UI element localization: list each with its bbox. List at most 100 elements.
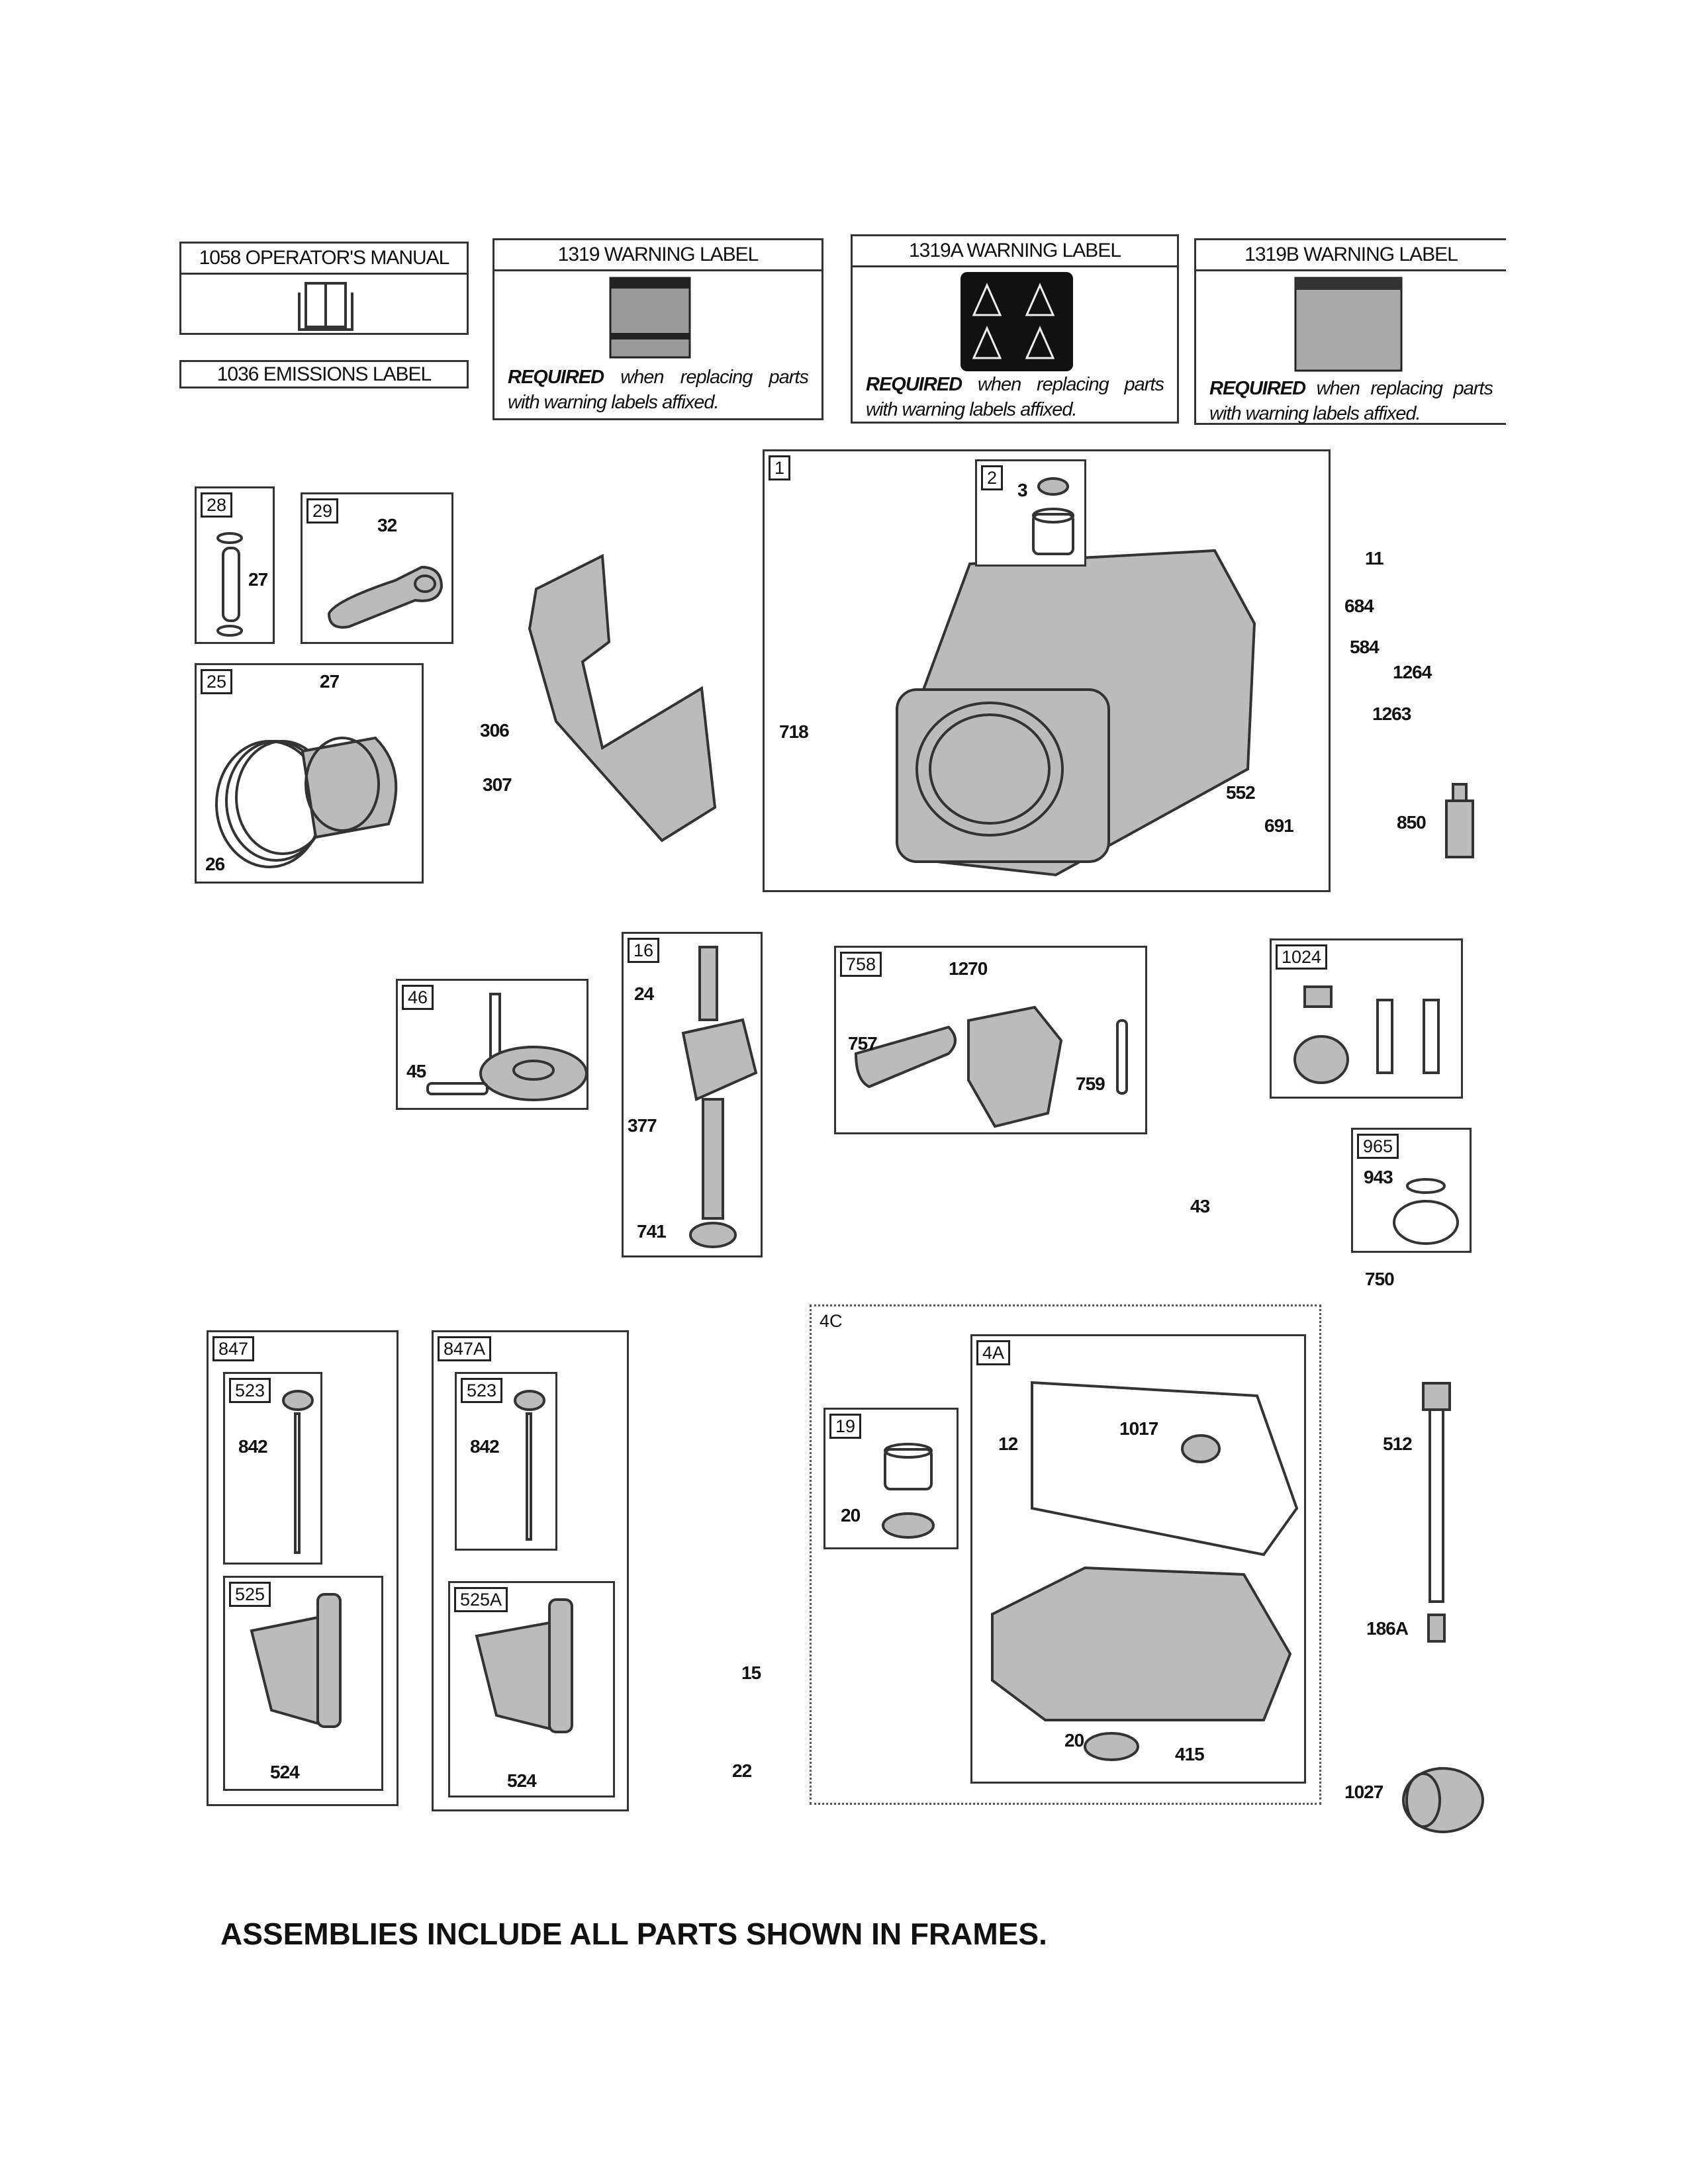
callout: 306 [480, 720, 510, 741]
frame-tag: 4A [976, 1340, 1011, 1365]
callout: 1027 [1344, 1782, 1383, 1802]
callout: 718 [779, 721, 809, 742]
callout: 415 [1175, 1744, 1205, 1764]
callout: 741 [637, 1221, 667, 1242]
frame-525: 525 [223, 1576, 383, 1791]
frame-1024: 1024 [1270, 938, 1463, 1099]
callout: 1270 [949, 958, 988, 979]
cam-gear-drawing [426, 993, 588, 1101]
callout: 20 [841, 1505, 861, 1525]
frame-tag: 46 [402, 985, 434, 1010]
frame-965: 965 [1351, 1128, 1472, 1253]
callout: 20 [1064, 1730, 1084, 1751]
frame-29: 29 [301, 492, 453, 644]
callout: 850 [1397, 812, 1427, 833]
callout: 3 [1017, 480, 1028, 500]
callout: 377 [628, 1115, 657, 1136]
callout: 1264 [1393, 662, 1432, 682]
required-note: REQUIRED when replacing parts with warni… [508, 367, 809, 413]
callout: 24 [634, 983, 654, 1004]
callout: 11 [1365, 548, 1384, 569]
callout: 691 [1264, 815, 1294, 836]
warning-1319b-title: 1319B WARNING LABEL [1196, 240, 1506, 271]
frame-tag: 16 [628, 938, 660, 963]
oil-fill-tube-drawing [1422, 1382, 1451, 1643]
warning-1319-box: 1319 WARNING LABEL REQUIRED when replaci… [492, 238, 823, 420]
callout: 943 [1364, 1167, 1393, 1187]
callout: 524 [270, 1762, 300, 1782]
sealant-bottle-drawing [1445, 783, 1474, 858]
callout: 307 [483, 774, 512, 795]
callout: 186A [1366, 1618, 1409, 1639]
piston-and-rings-drawing [215, 736, 398, 868]
cylinder-block-drawing [896, 549, 1256, 877]
callout: 524 [507, 1770, 537, 1791]
frame-758: 758 [834, 946, 1147, 1134]
frame-tag: 847A [438, 1336, 492, 1361]
frame-16: 16 [622, 932, 763, 1257]
crankshaft-drawing [681, 946, 758, 1248]
callout: 27 [320, 671, 340, 692]
operators-manual-box: 1058 OPERATOR'S MANUAL [179, 242, 469, 335]
frame-tag: 523 [461, 1378, 503, 1403]
connecting-rod-drawing [327, 565, 444, 629]
frame-tag: 29 [306, 498, 339, 523]
frame-2: 2 [975, 459, 1086, 567]
bushing-drawing [1032, 477, 1074, 555]
callout: 552 [1226, 782, 1256, 803]
required-note: REQUIRED when replacing parts with warni… [866, 374, 1164, 420]
warning-1319-title: 1319 WARNING LABEL [494, 240, 821, 271]
callout: 512 [1383, 1433, 1413, 1454]
valve-kit-drawing [1293, 985, 1440, 1084]
callout: 584 [1350, 637, 1380, 657]
frame-tag: 25 [201, 669, 233, 694]
dipstick-tube-drawing [475, 1598, 573, 1733]
callout: 684 [1344, 596, 1374, 616]
frame-4a: 4A [970, 1334, 1306, 1784]
callout: 15 [741, 1662, 761, 1683]
dipstick-tube-drawing [250, 1593, 342, 1728]
callout: 842 [470, 1436, 500, 1457]
callout: 757 [848, 1033, 878, 1054]
frame-tag: 28 [201, 492, 233, 518]
frame-tag: 4C [816, 1310, 847, 1332]
sump-and-gasket-drawing [991, 1381, 1299, 1761]
frame-46: 46 [396, 979, 588, 1110]
frame-tag: 1 [769, 455, 791, 480]
frame-tag: 523 [229, 1378, 271, 1403]
callout: 32 [377, 515, 397, 535]
emissions-label-title: 1036 EMISSIONS LABEL [216, 363, 432, 385]
callout: 27 [248, 569, 268, 590]
operators-manual-title: 1058 OPERATOR'S MANUAL [181, 244, 467, 275]
callout: 759 [1076, 1073, 1105, 1094]
frame-tag: 758 [840, 952, 882, 977]
frame-525a: 525A [448, 1581, 615, 1797]
piston-pin-drawing [216, 532, 243, 637]
frame-847-523: 523 [223, 1372, 322, 1565]
frame-tag: 19 [829, 1414, 862, 1439]
callout: 45 [406, 1061, 426, 1081]
frame-tag: 965 [1357, 1134, 1399, 1159]
callout: 1263 [1372, 704, 1411, 724]
warning-1319a-title: 1319A WARNING LABEL [853, 236, 1177, 267]
frame-tag: 2 [981, 465, 1004, 490]
dipstick-drawing [514, 1390, 545, 1541]
warning-label-image [609, 277, 691, 359]
assemblies-note: ASSEMBLIES INCLUDE ALL PARTS SHOWN IN FR… [220, 1917, 1047, 1951]
callout: 750 [1365, 1269, 1395, 1289]
frame-28: 28 [195, 486, 275, 644]
dipstick-drawing [282, 1390, 314, 1554]
warning-1319b-box: 1319B WARNING LABEL REQUIRED when replac… [1194, 238, 1506, 425]
frame-tag: 525A [454, 1587, 508, 1612]
callout: 43 [1190, 1196, 1210, 1216]
callout: 1017 [1119, 1418, 1158, 1439]
frame-25: 25 [195, 663, 424, 884]
oil-filter-drawing [1402, 1767, 1484, 1833]
breather-cover-drawing [1393, 1178, 1459, 1245]
blower-housing-drawing [528, 553, 717, 842]
callout: 26 [205, 854, 225, 874]
governor-assembly-drawing [854, 1005, 1128, 1128]
warning-label-image [1294, 277, 1403, 372]
frame-1-cylinder: 1 [763, 449, 1331, 892]
book-icon [298, 282, 353, 331]
